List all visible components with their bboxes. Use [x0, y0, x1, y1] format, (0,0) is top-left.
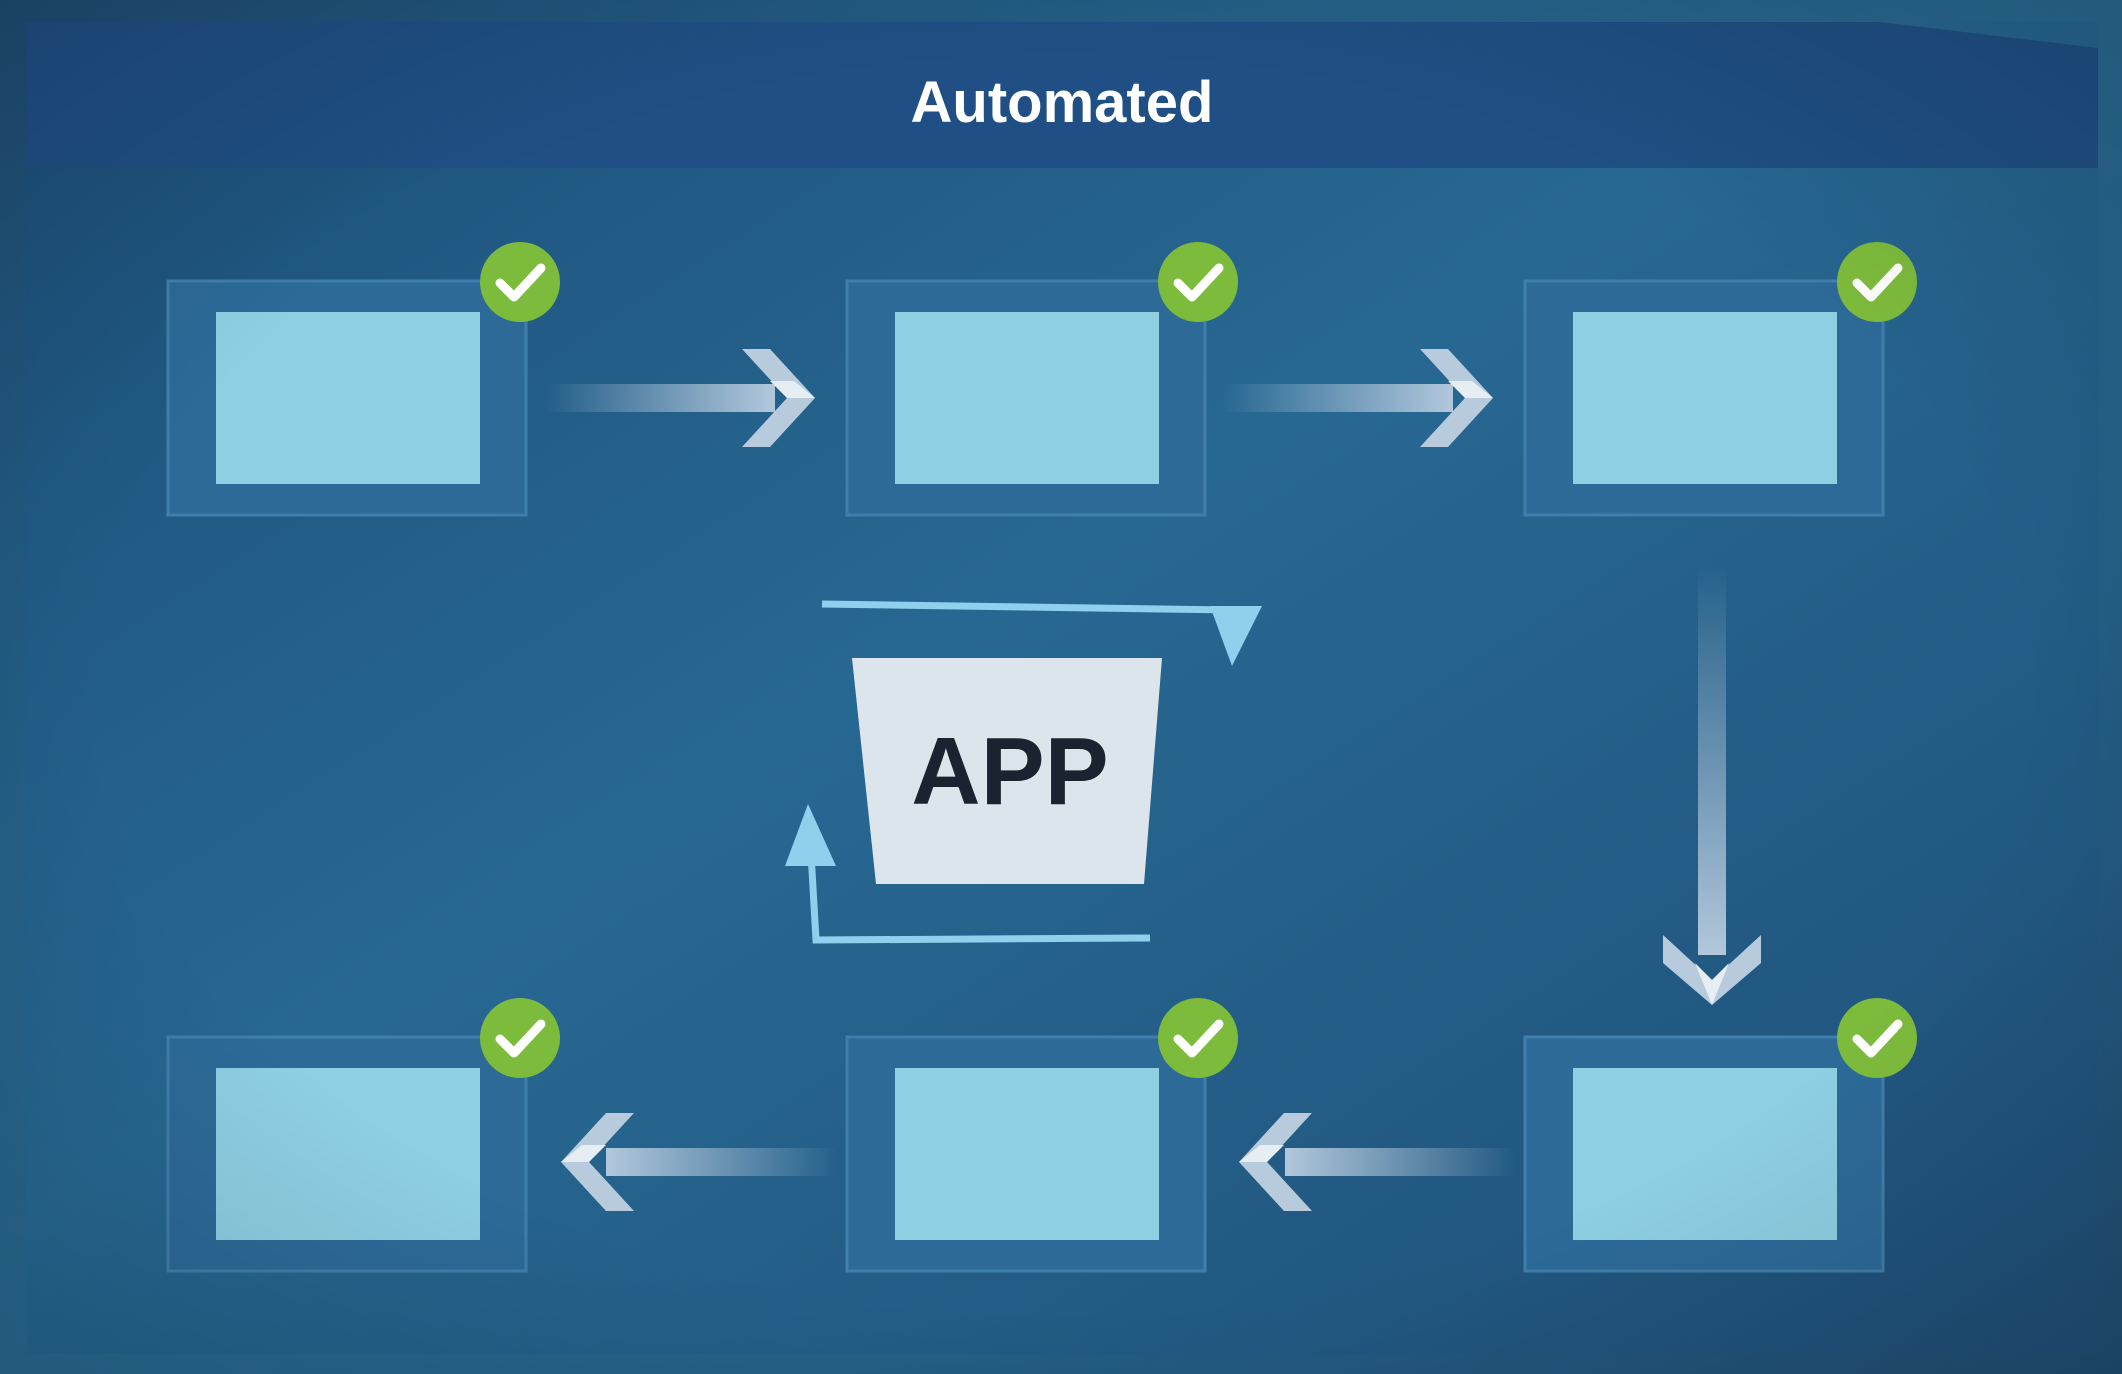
header-title: Automated — [911, 70, 1214, 135]
step-card — [1523, 279, 1885, 517]
step-card — [845, 1035, 1207, 1273]
check-icon — [480, 998, 560, 1078]
step-card — [166, 279, 528, 517]
check-icon — [1158, 242, 1238, 322]
check-icon — [1158, 998, 1238, 1078]
step-card — [166, 1035, 528, 1273]
step-card — [845, 279, 1207, 517]
check-icon — [1837, 998, 1917, 1078]
step-card — [1523, 1035, 1885, 1273]
check-icon — [480, 242, 560, 322]
check-icon — [1837, 242, 1917, 322]
app-label: APP — [911, 718, 1108, 825]
